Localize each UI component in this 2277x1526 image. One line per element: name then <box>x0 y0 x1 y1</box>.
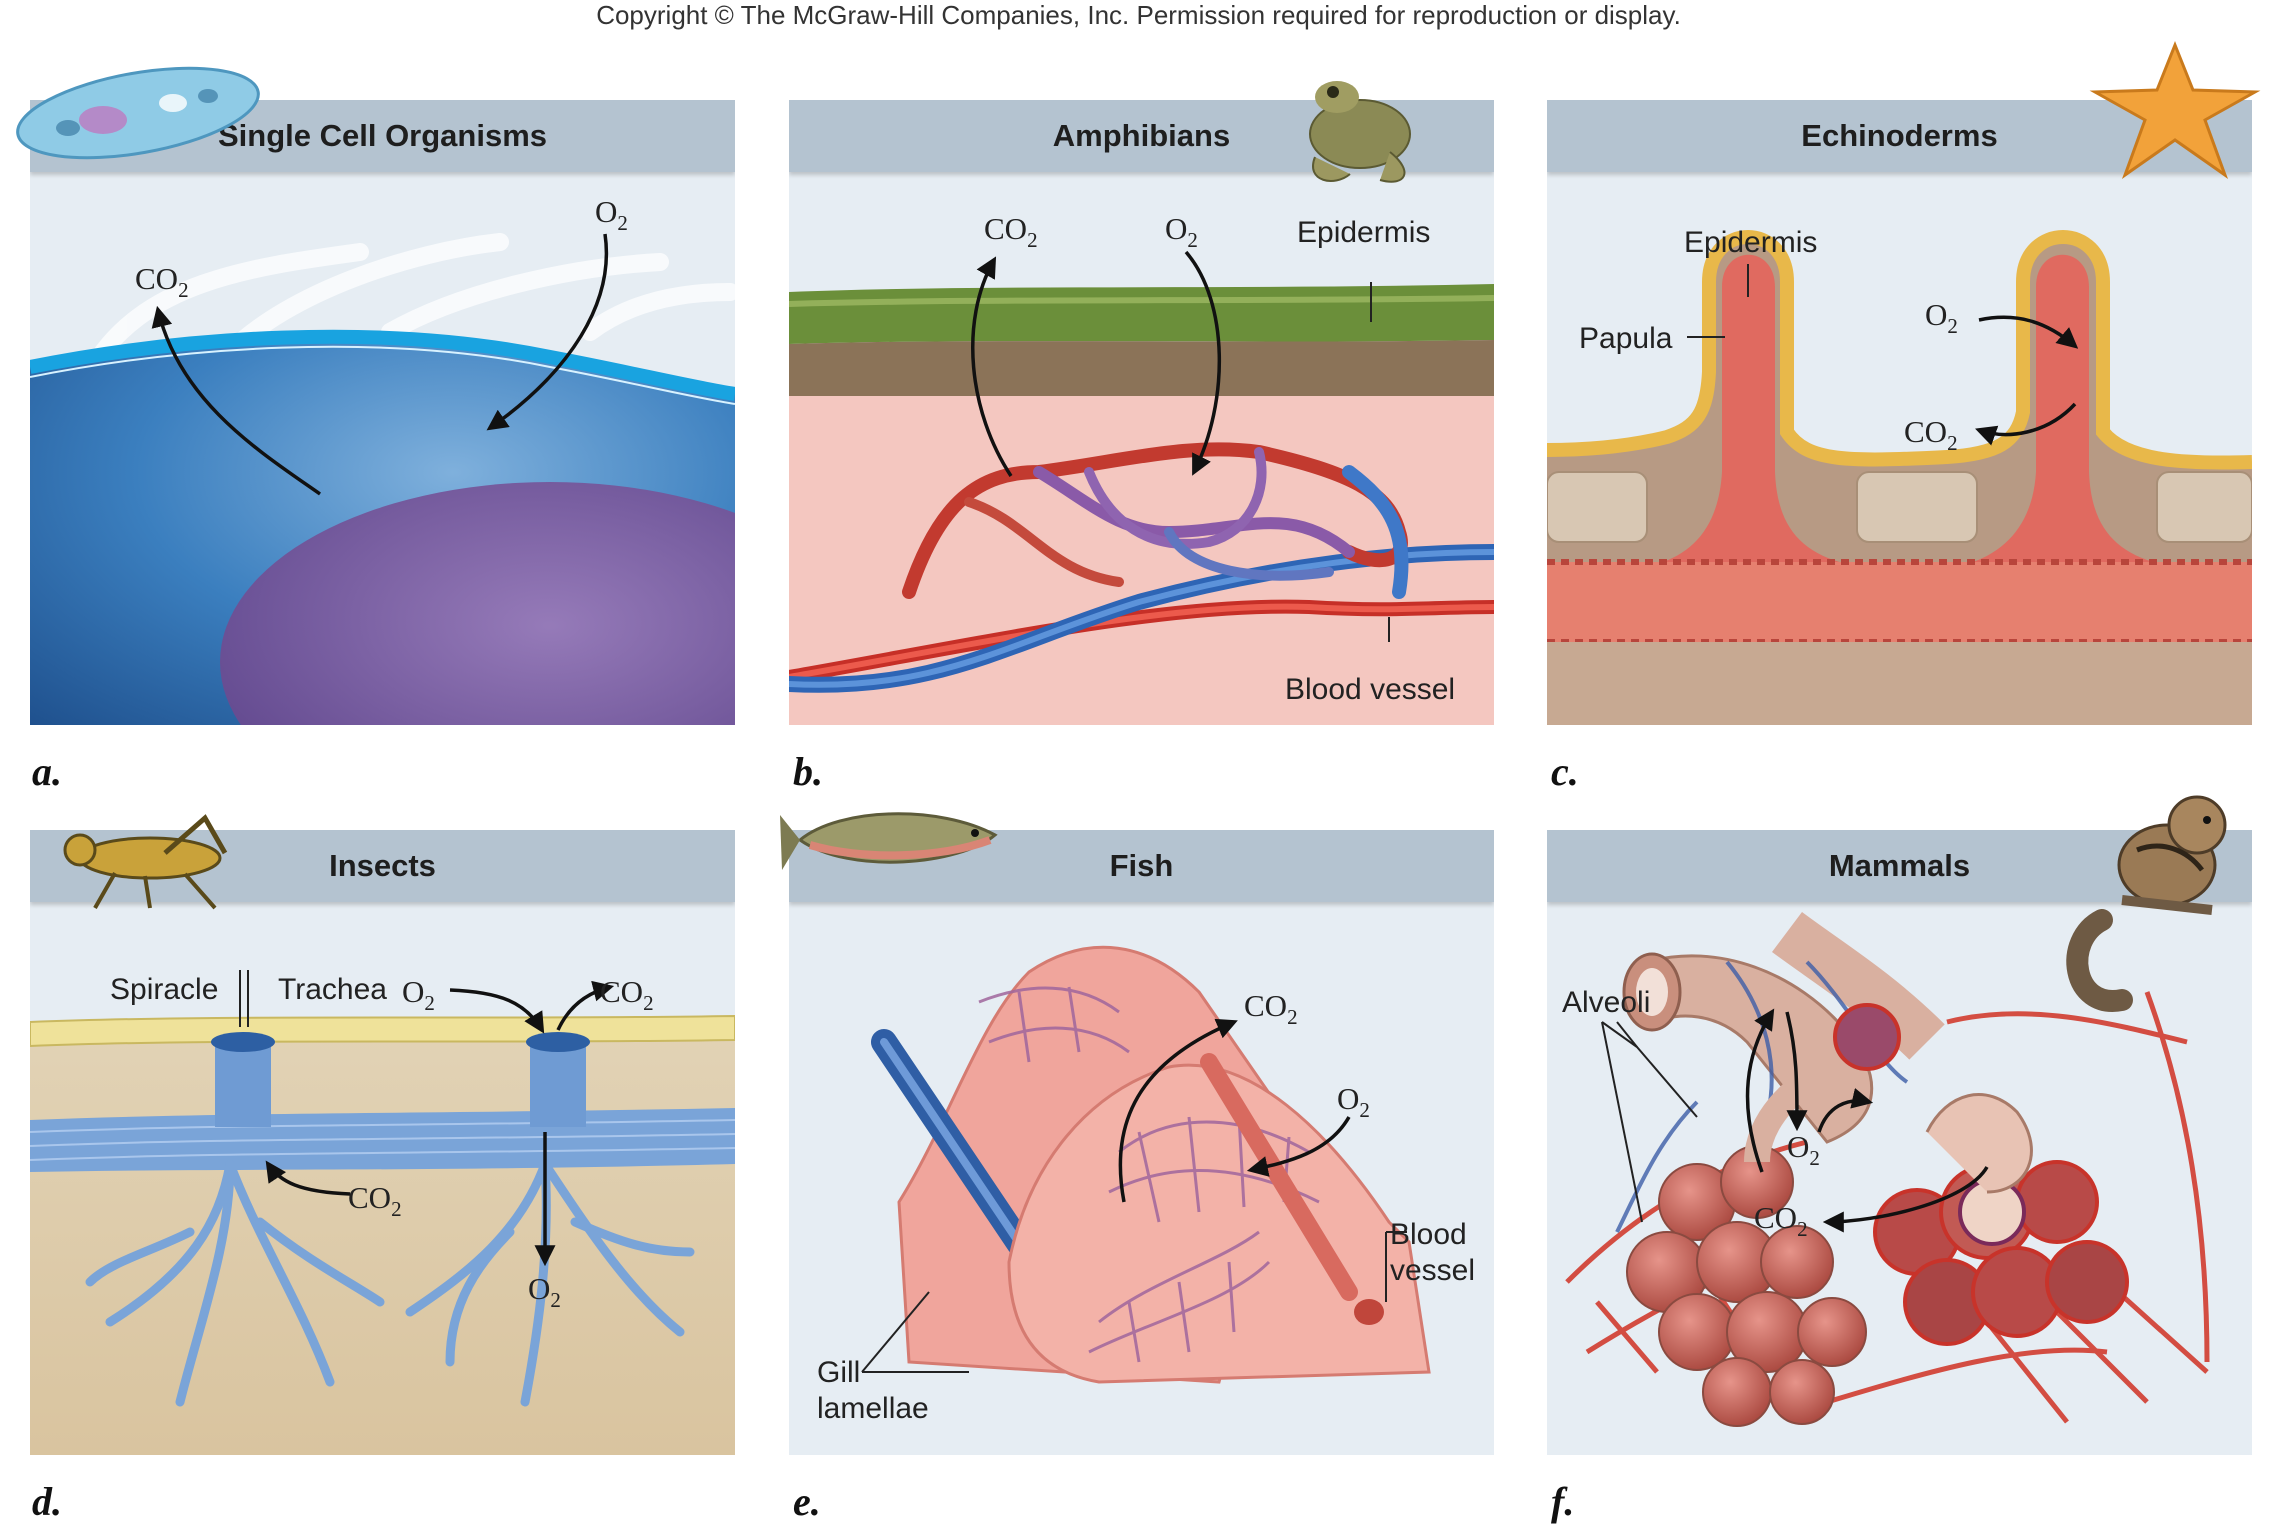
panel-letter-a: a. <box>32 749 62 794</box>
o2-label: O <box>402 974 424 1009</box>
svg-text:O2: O2 <box>1787 1129 1820 1170</box>
panel-letter-d: d. <box>32 1479 62 1524</box>
fish-gill-illustration: CO2 O2 Blood vessel Gill lamellae <box>789 902 1494 1455</box>
o2-label: O <box>1165 211 1187 246</box>
starfish-icon <box>2085 40 2265 185</box>
epidermis-label: Epidermis <box>1297 216 1430 249</box>
grasshopper-icon <box>55 808 245 923</box>
svg-text:O2: O2 <box>1165 211 1198 252</box>
svg-text:CO2: CO2 <box>135 261 189 302</box>
paramecium-icon <box>8 58 268 173</box>
o2-subscript: 2 <box>424 991 435 1015</box>
co2-label: CO <box>1904 414 1947 449</box>
o2-label: O <box>1337 1081 1359 1116</box>
vessel-label: vessel <box>1390 1254 1475 1287</box>
svg-text:CO2: CO2 <box>348 1180 402 1221</box>
panel-fish: Fish <box>789 830 1494 1455</box>
svg-text:CO2: CO2 <box>1904 414 1958 455</box>
co2-subscript: 2 <box>178 278 189 302</box>
o2-subscript: 2 <box>1359 1098 1370 1122</box>
chipmunk-icon <box>2062 770 2242 1025</box>
frog-icon <box>1295 62 1425 195</box>
epidermis-label: Epidermis <box>1684 226 1817 259</box>
echinoderm-papula-illustration: Epidermis Papula O2 CO2 <box>1547 172 2252 725</box>
co2-label: CO <box>1754 1200 1797 1235</box>
panel-letter-b: b. <box>793 749 823 794</box>
svg-text:O2: O2 <box>528 1271 561 1312</box>
o2-subscript: 2 <box>1947 314 1958 338</box>
co2-label: CO <box>135 261 178 296</box>
svg-text:O2: O2 <box>595 194 628 235</box>
amphibian-skin-illustration: CO2 O2 Epidermis Blood vessel <box>789 172 1494 725</box>
co2-subscript: 2 <box>1287 1005 1298 1029</box>
svg-text:CO2: CO2 <box>600 974 654 1015</box>
papula-label: Papula <box>1579 322 1673 355</box>
lamellae-label: lamellae <box>817 1392 929 1425</box>
spiracle-label: Spiracle <box>110 973 218 1006</box>
o2-subscript: 2 <box>1187 228 1198 252</box>
gill-label: Gill <box>817 1356 860 1389</box>
o2-subscript: 2 <box>617 211 628 235</box>
o2-label: O <box>1787 1129 1809 1164</box>
blood-label: Blood <box>1390 1218 1467 1251</box>
o2-subscript: 2 <box>1809 1146 1820 1170</box>
co2-label: CO <box>984 211 1027 246</box>
co2-subscript: 2 <box>1027 228 1038 252</box>
panel-amphibians: Amphibians <box>789 100 1494 725</box>
panel-letter-f: f. <box>1551 1479 1575 1524</box>
fish-icon <box>780 795 1020 890</box>
svg-text:CO2: CO2 <box>1754 1200 1808 1241</box>
svg-text:CO2: CO2 <box>984 211 1038 252</box>
trachea-label: Trachea <box>278 973 387 1006</box>
o2-lower-label: O <box>528 1271 550 1306</box>
co2-lower-label: CO <box>348 1180 391 1215</box>
o2-label: O <box>1925 297 1947 332</box>
single-cell-illustration: CO2 O2 <box>30 172 735 725</box>
o2-label: O <box>595 194 617 229</box>
o2-lower-subscript: 2 <box>550 1288 561 1312</box>
panel-echinoderms: Echinoderms <box>1547 100 2252 725</box>
co2-subscript: 2 <box>643 991 654 1015</box>
blood-vessel-label: Blood vessel <box>1285 673 1455 706</box>
panel-letter-e: e. <box>793 1479 821 1524</box>
panel-mammals: Mammals <box>1547 830 2252 1455</box>
co2-subscript: 2 <box>1947 431 1958 455</box>
co2-label: CO <box>1244 988 1287 1023</box>
svg-text:O2: O2 <box>1337 1081 1370 1122</box>
svg-text:CO2: CO2 <box>1244 988 1298 1029</box>
svg-text:O2: O2 <box>402 974 435 1015</box>
panel-letter-c: c. <box>1551 749 1579 794</box>
panel-single-cell: Single Cell Organisms <box>30 100 735 725</box>
co2-subscript: 2 <box>1797 1217 1808 1241</box>
svg-text:O2: O2 <box>1925 297 1958 338</box>
co2-label: CO <box>600 974 643 1009</box>
co2-lower-subscript: 2 <box>391 1197 402 1221</box>
panel-insects: Insects <box>30 830 735 1455</box>
alveoli-label: Alveoli <box>1562 986 1650 1019</box>
insect-trachea-illustration: Spiracle Trachea O2 CO2 CO2 O2 <box>30 902 735 1455</box>
mammal-alveoli-illustration: Alveoli O2 CO2 <box>1547 902 2252 1455</box>
copyright-notice: Copyright © The McGraw-Hill Companies, I… <box>596 0 1681 30</box>
